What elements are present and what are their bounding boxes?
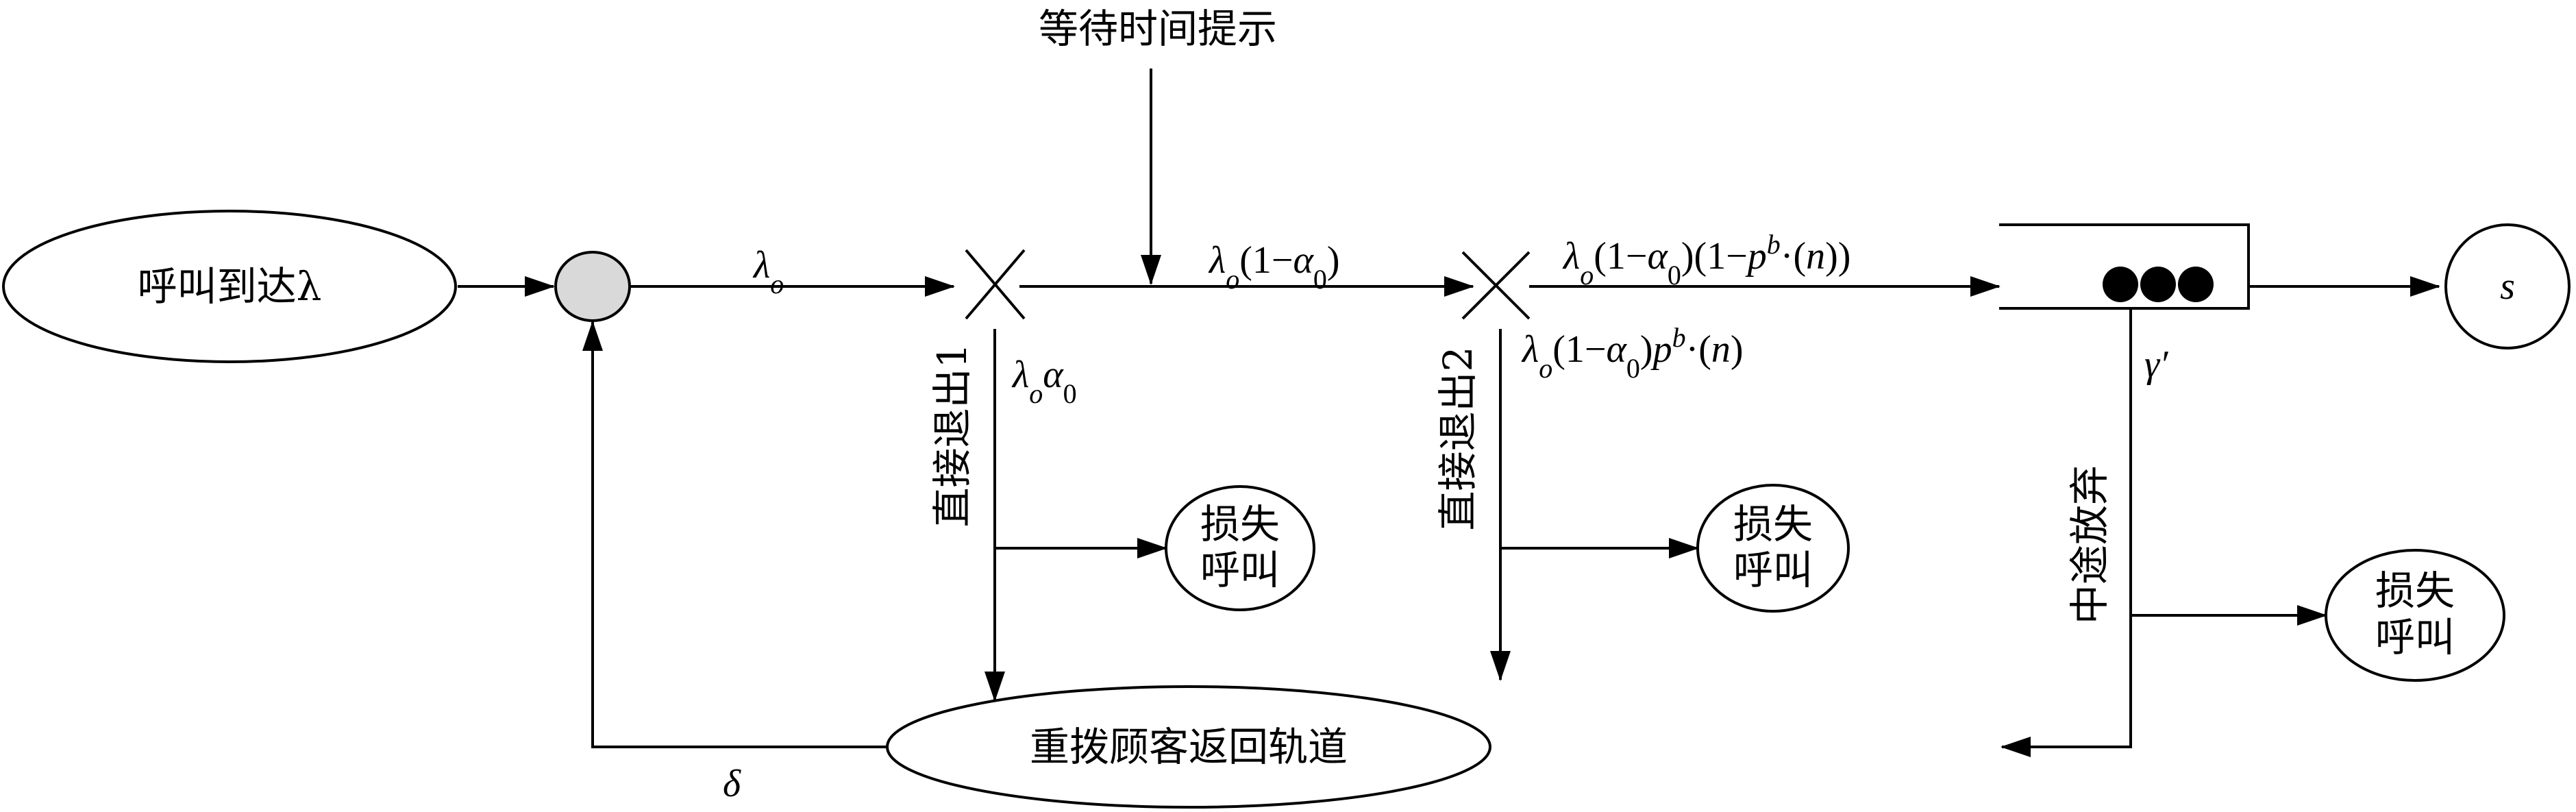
queue-box [1999, 223, 2250, 310]
lost-call-2-line1: 损失 [1733, 501, 1813, 548]
lost-call-1-line2: 呼叫 [1200, 547, 1280, 593]
abandon-rate-label: γ′ [2144, 343, 2168, 386]
flow-to-queue-label: λo(1−α0)(1−pb·(n)) [1562, 229, 1850, 291]
lost-call-3-line2: 呼叫 [2375, 614, 2455, 661]
exit1-label: 直接退出1 [929, 343, 976, 528]
lost-call-3-line1: 损失 [2375, 567, 2455, 614]
arrival-label: 呼叫到达λ [138, 263, 322, 310]
abandon-flow-line [2001, 308, 2132, 757]
lost-call-node-3 [2325, 549, 2505, 682]
exit2-rate-label: λo(1−α0)pb·(n) [1521, 322, 1744, 384]
lambda-o-label: λo [752, 244, 784, 299]
retry-return-line [582, 321, 887, 748]
exit-cross-2 [1461, 251, 1531, 320]
lost-call-2-line2: 呼叫 [1733, 547, 1813, 593]
merge-node [554, 251, 631, 322]
lost-call-node-1 [1165, 485, 1315, 611]
exit-cross-1 [965, 249, 1026, 320]
retry-orbit-label: 重拨顾客返回轨道 [1030, 724, 1348, 770]
exit1-rate-label: λoα0 [1011, 354, 1077, 409]
arrival-node [2, 210, 457, 363]
queue-dot [2140, 267, 2176, 302]
lost-call-node-2 [1696, 484, 1850, 613]
server-label: s [2500, 265, 2515, 308]
queue-dot [2178, 267, 2214, 302]
wait-hint-label: 等待时间提示 [1039, 5, 1277, 52]
lost-call-1-line1: 损失 [1200, 501, 1280, 548]
server-node [2444, 223, 2571, 349]
exit2-label: 直接退出2 [1435, 347, 1481, 531]
retry-rate-label: δ [723, 763, 741, 805]
abandon-label: 中途放弃 [2066, 465, 2113, 624]
queue-dot [2103, 267, 2138, 302]
